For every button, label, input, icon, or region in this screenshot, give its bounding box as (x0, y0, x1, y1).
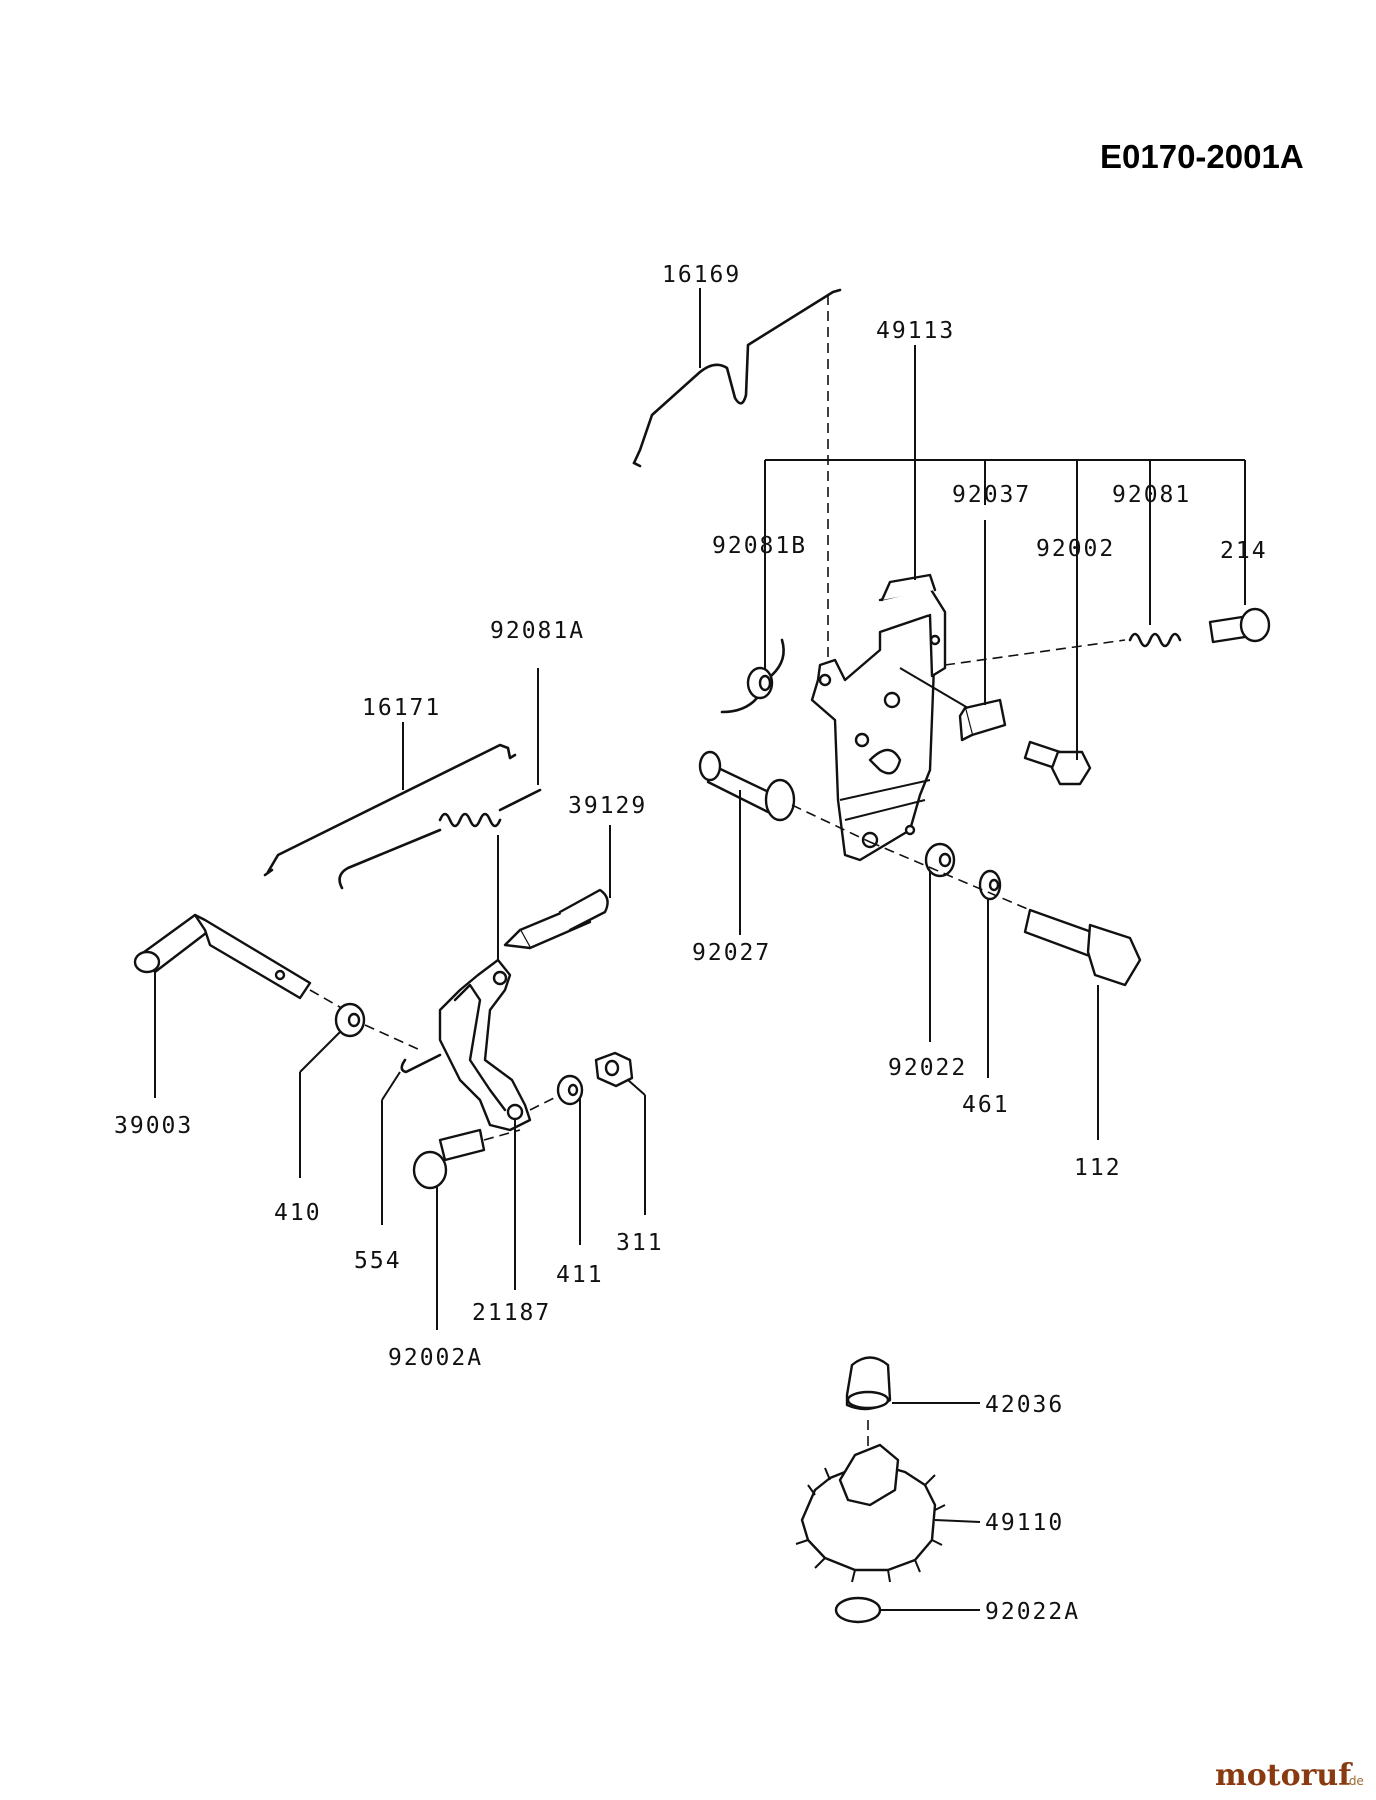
part-92081A-spring (338, 788, 542, 890)
label-16171: 16171 (362, 695, 441, 721)
part-554-pin (400, 1053, 442, 1074)
label-49113: 49113 (876, 318, 955, 344)
label-92002: 92002 (1036, 536, 1115, 562)
part-49110-gear (795, 1420, 946, 1583)
part-49113-control-plate (810, 573, 947, 862)
part-16171-rod (263, 743, 517, 877)
label-39003: 39003 (114, 1113, 193, 1139)
part-214-screw (944, 607, 1271, 666)
diagram-code: E0170-2001A (1100, 138, 1304, 175)
part-92002-bolt (1023, 740, 1092, 786)
part-42036-cap (845, 1356, 892, 1411)
part-112-bolt (869, 841, 1142, 987)
leader-lines (154, 288, 1246, 1611)
label-49110: 49110 (985, 1510, 1064, 1536)
label-92027: 92027 (692, 940, 771, 966)
label-92002A: 92002A (388, 1345, 483, 1371)
part-92027-collar (698, 750, 871, 843)
label-39129: 39129 (568, 793, 647, 819)
part-410-washer (334, 1002, 421, 1051)
watermark-logo: motoruf .de (1215, 1758, 1364, 1793)
label-411: 411 (556, 1262, 604, 1288)
part-411-washer (556, 1074, 584, 1106)
part-311-nut (529, 1051, 634, 1111)
part-92002A-bolt (412, 1128, 521, 1190)
part-39003-shaft (133, 913, 346, 1011)
label-92037: 92037 (952, 482, 1031, 508)
watermark-suffix: .de (1345, 1774, 1364, 1788)
label-554: 554 (354, 1248, 402, 1274)
label-16169: 16169 (662, 262, 741, 288)
part-92022A-washer (834, 1596, 882, 1624)
label-214: 214 (1220, 538, 1268, 564)
part-21187-lever (438, 958, 532, 1132)
part-92081B-spring (720, 638, 785, 714)
part-92022-washer (924, 842, 956, 878)
label-92081A: 92081A (490, 618, 585, 644)
label-410: 410 (274, 1200, 322, 1226)
label-461: 461 (962, 1092, 1010, 1118)
label-112: 112 (1074, 1155, 1122, 1181)
label-92081B: 92081B (712, 533, 807, 559)
label-92022: 92022 (888, 1055, 967, 1081)
label-92081: 92081 (1112, 482, 1191, 508)
watermark-brand: motoruf (1215, 1758, 1353, 1793)
label-92022A: 92022A (985, 1599, 1080, 1625)
label-42036: 42036 (985, 1392, 1064, 1418)
part-39129-pin (503, 888, 609, 950)
part-92037-clip (899, 667, 1007, 742)
label-21187: 21187 (472, 1300, 551, 1326)
part-16169-wire (632, 288, 842, 468)
label-311: 311 (616, 1230, 664, 1256)
part-461-washer (978, 869, 1002, 901)
